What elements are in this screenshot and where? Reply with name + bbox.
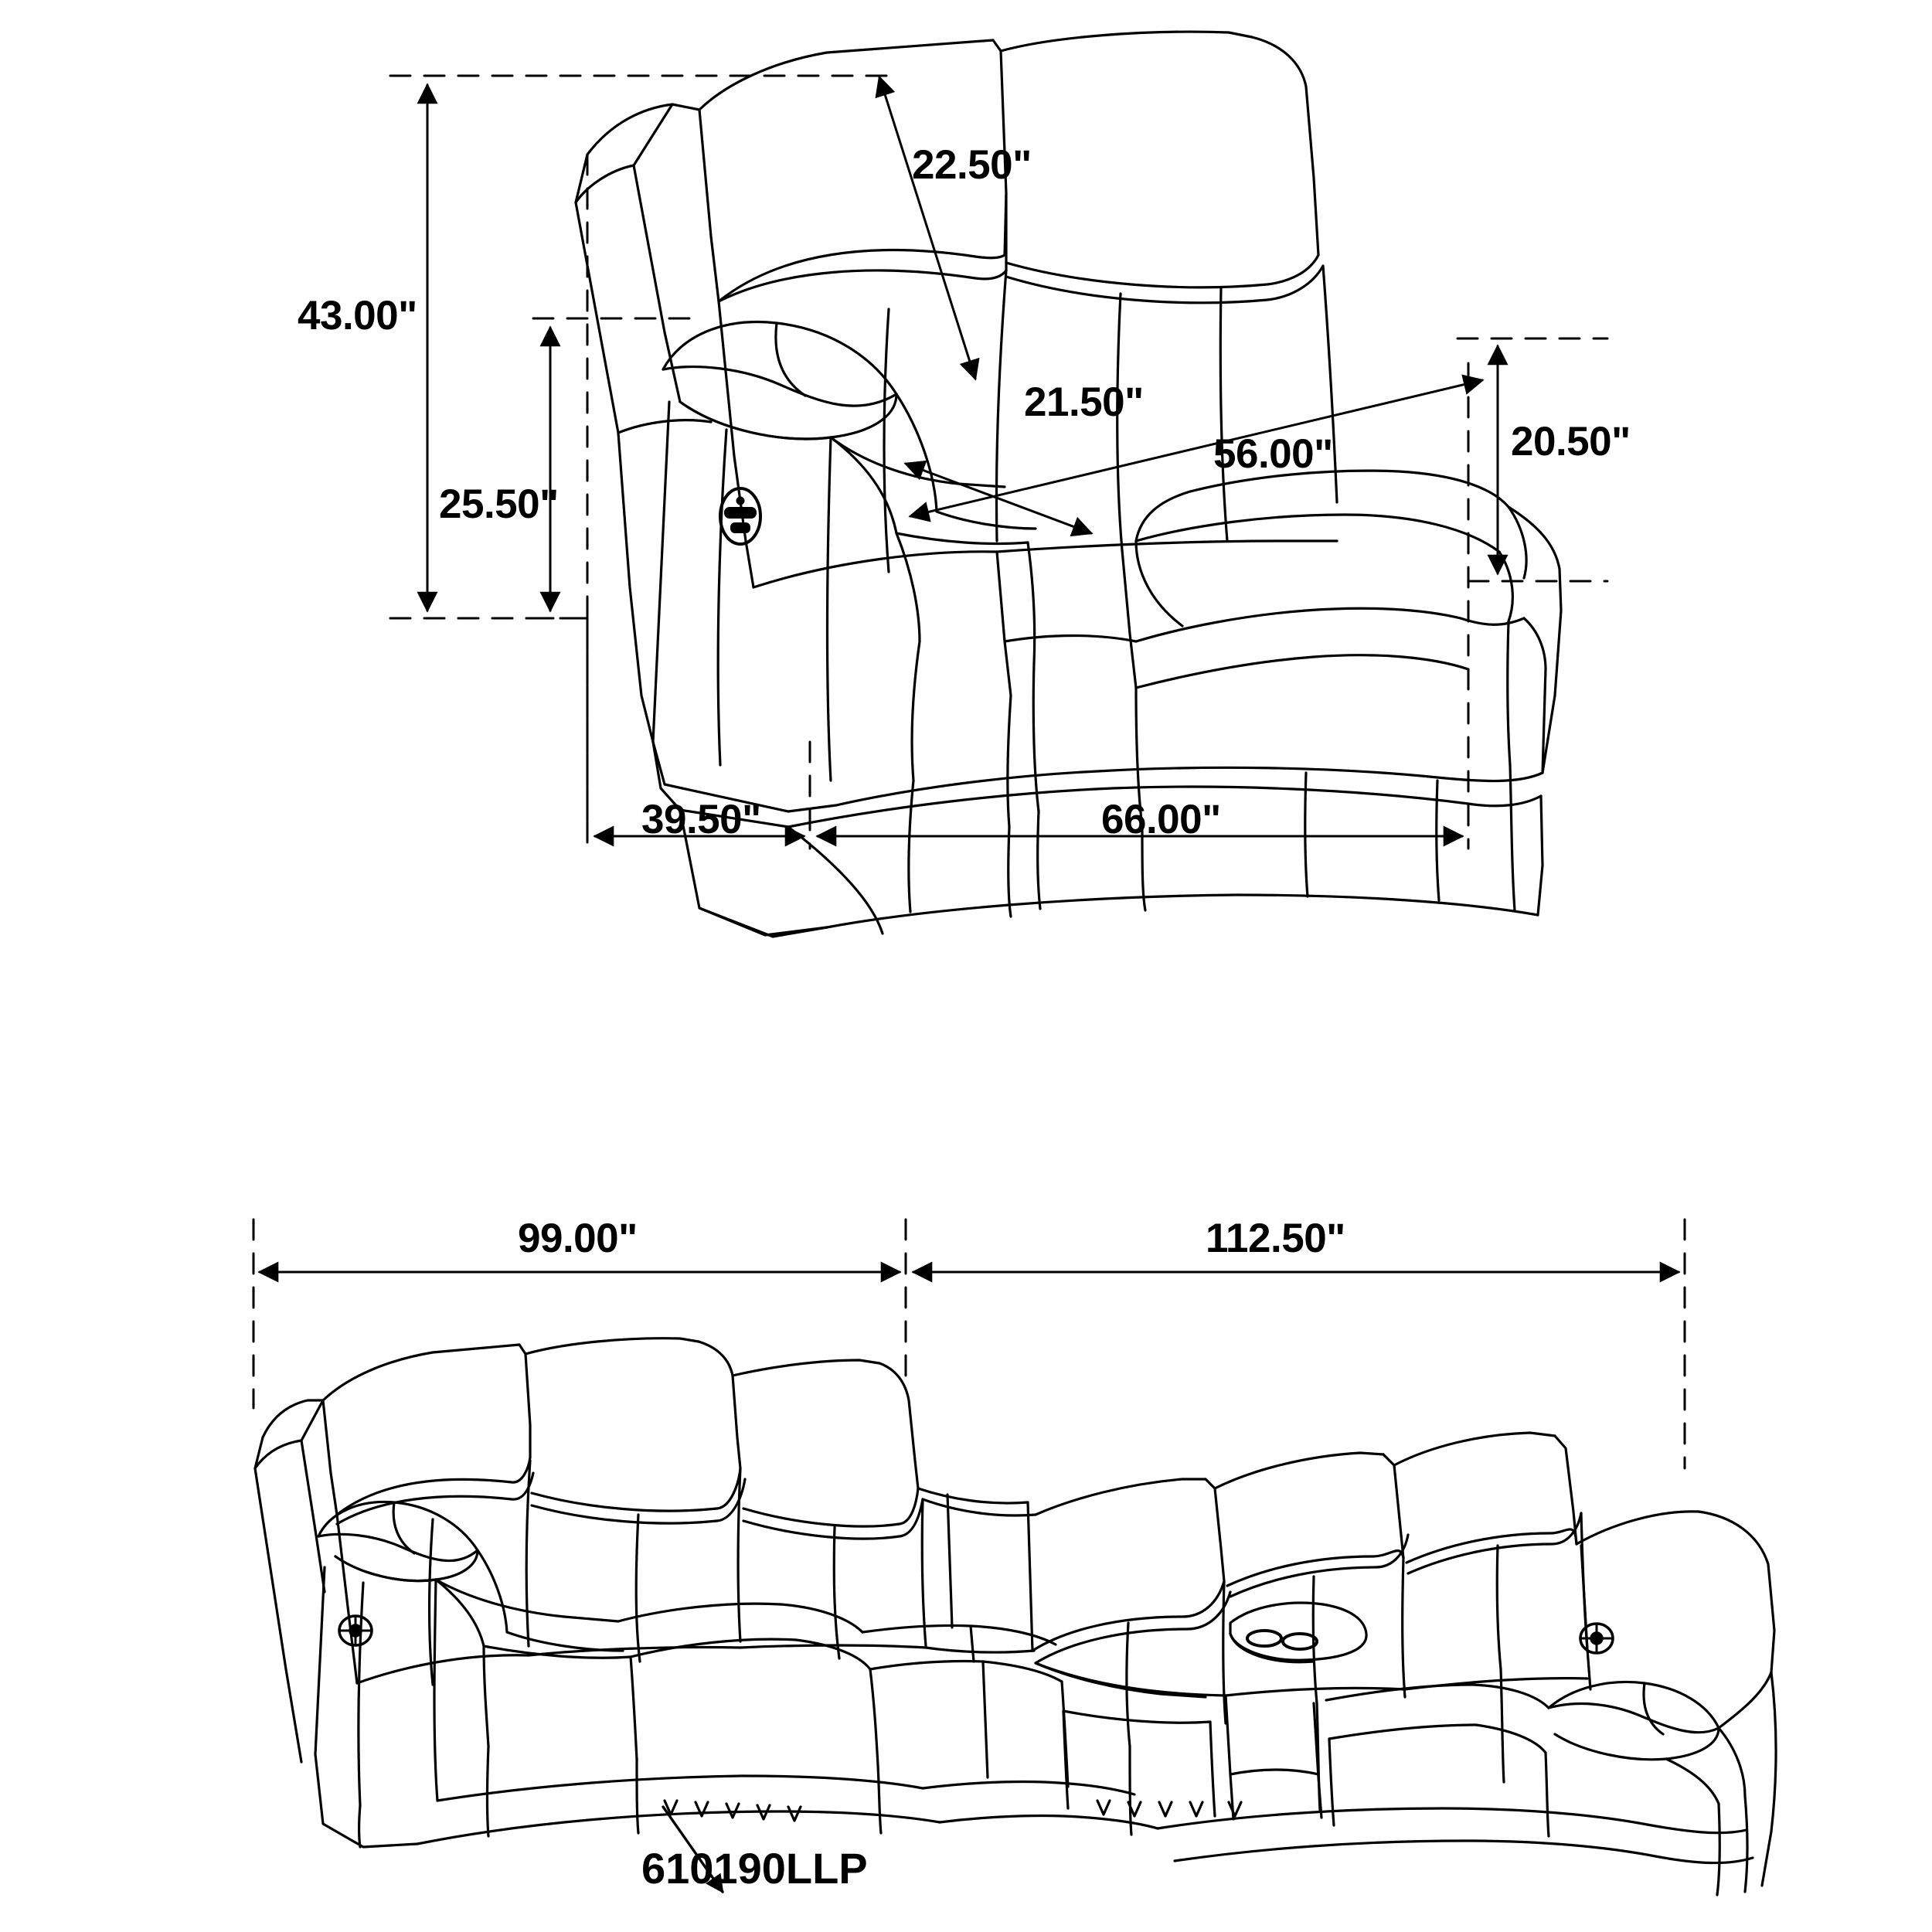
- dimension-label-seat-width: 56.00": [1213, 431, 1333, 477]
- dimension-label-left-arm-span: 99.00": [518, 1216, 638, 1261]
- dimension-label-right-arm-span: 112.50": [1206, 1216, 1345, 1261]
- dimension-label-width: 66.00": [1101, 797, 1221, 842]
- dimension-label-overall-height: 43.00": [298, 293, 417, 338]
- power-recline-button-icon: [719, 487, 762, 546]
- dimension-label-depth: 39.50": [641, 797, 761, 842]
- power-recline-button-icon-right: [1579, 1622, 1614, 1655]
- sectional-illustration: [253, 1337, 1777, 1896]
- loveseat-dimension-lines: [389, 74, 1609, 850]
- dimension-label-back-cushion: 22.50": [912, 142, 1032, 188]
- model-number-label: 610190LLP: [641, 1844, 868, 1893]
- leader-arrow-icon: [662, 1805, 724, 1893]
- dimension-label-seat-back-height: 25.50": [439, 481, 559, 527]
- dimension-label-seat-depth: 21.50": [1024, 379, 1144, 425]
- dimension-label-arm-height: 20.50": [1511, 419, 1631, 464]
- power-recline-button-icon-left: [338, 1614, 373, 1647]
- sectional-dimension-lines: [252, 1218, 1686, 1470]
